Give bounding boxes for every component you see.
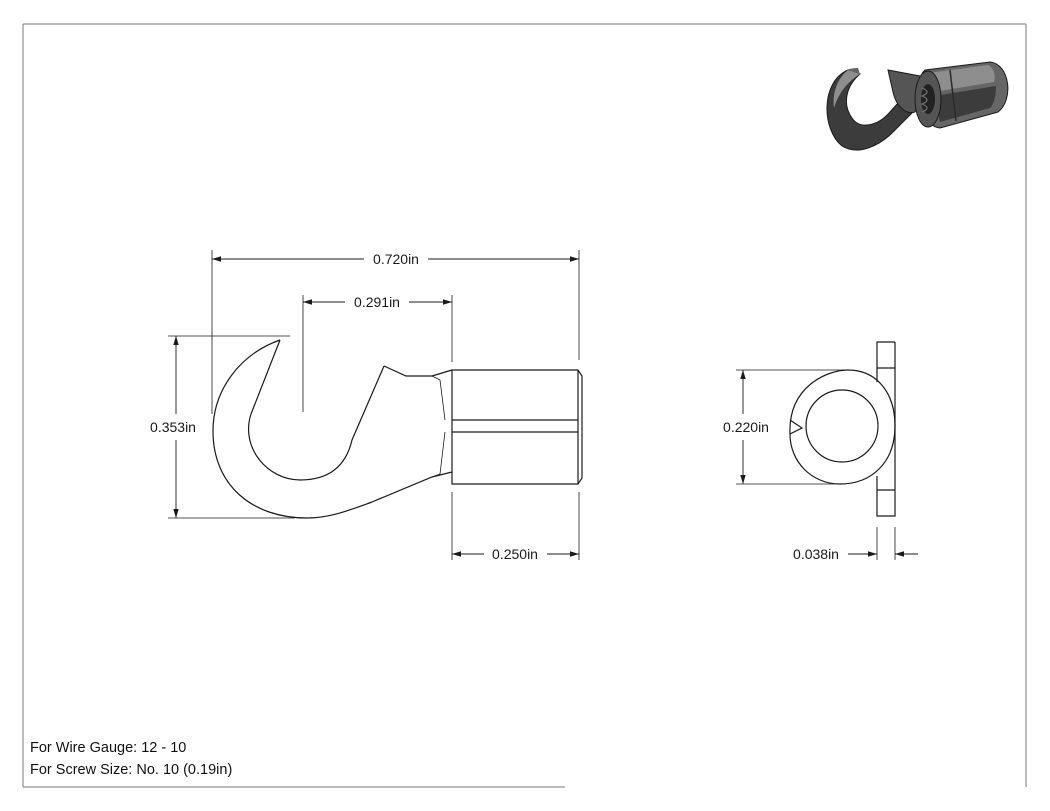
dimension-lines (173, 256, 918, 557)
dim-hook-height: 0.353in (150, 419, 196, 435)
dim-barrel-length: 0.250in (492, 546, 538, 562)
sheet-frame (22, 23, 1027, 788)
note-wire-gauge: For Wire Gauge: 12 - 10 (30, 740, 187, 756)
dim-overall-length: 0.720in (373, 251, 419, 267)
dim-barrel-diameter: 0.220in (723, 419, 769, 435)
isometric-view (826, 61, 1009, 151)
dim-tongue-thickness: 0.038in (793, 546, 839, 562)
dim-hook-opening: 0.291in (354, 294, 400, 310)
side-view-terminal (789, 341, 896, 517)
note-screw-size: For Screw Size: No. 10 (0.19in) (30, 762, 233, 778)
extension-lines (168, 250, 896, 560)
front-view-terminal (212, 339, 583, 519)
